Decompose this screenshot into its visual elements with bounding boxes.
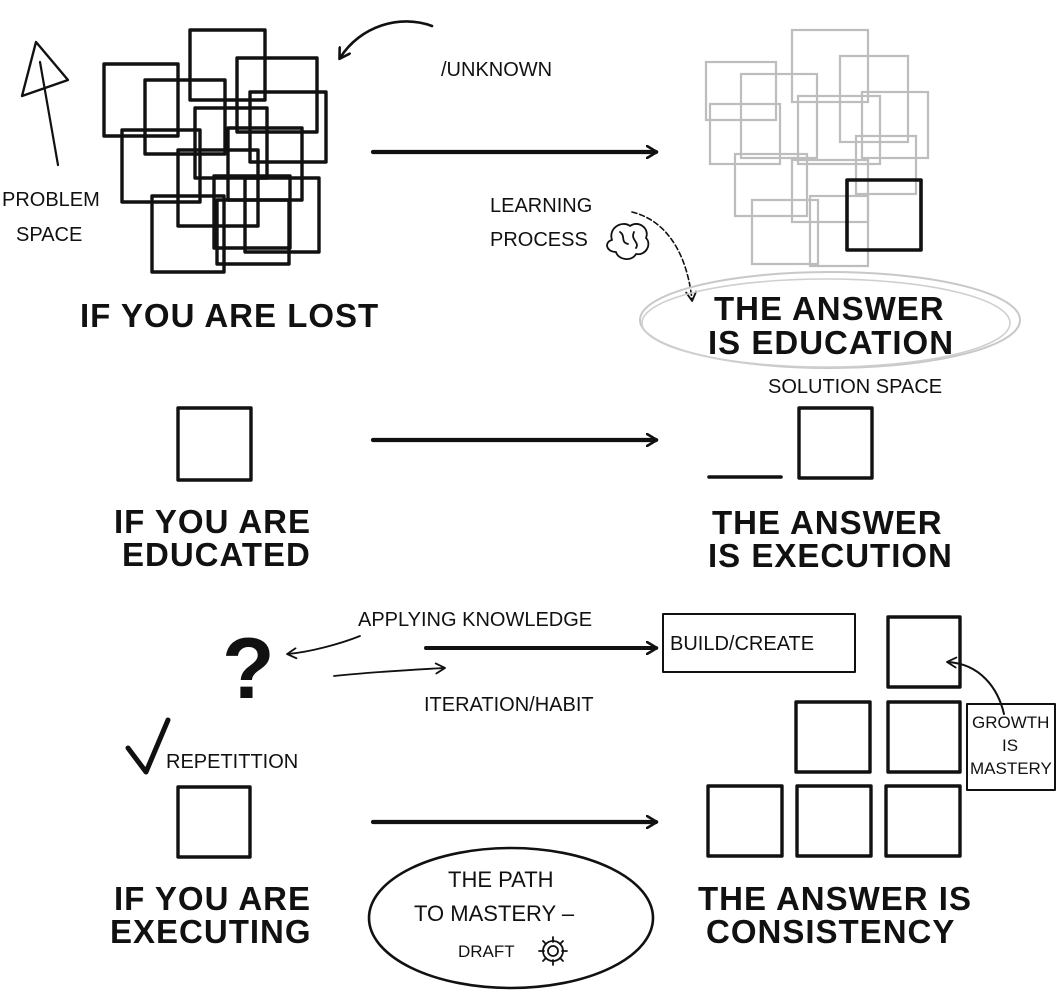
applying-knowledge-label: APPLYING KNOWLEDGE: [358, 609, 592, 631]
execution-square: [797, 406, 874, 480]
iteration-habit-label: ITERATION/HABIT: [424, 694, 594, 716]
up-arrow-icon: [20, 40, 70, 167]
growth-label-line2: IS: [1002, 736, 1018, 755]
arrow-growth: [946, 656, 1005, 715]
repetition-label: REPETITTION: [166, 751, 298, 773]
curved-arrow-unknown: [340, 20, 434, 58]
executing-label-line2: EXECUTING: [110, 913, 312, 950]
question-mark: ?: [222, 621, 275, 717]
path-label-line2: TO MASTERY –: [414, 901, 575, 926]
growth-box: [966, 703, 1056, 791]
arrow-iteration: [333, 662, 446, 677]
unknown-label: /UNKNOWN: [441, 59, 552, 81]
checkmark-icon: [125, 717, 171, 775]
problem-space-label-line2: SPACE: [16, 224, 82, 246]
faint-squares: [704, 28, 930, 268]
educated-label-line1: IF YOU ARE: [114, 503, 311, 540]
answer-execution-line2: IS EXECUTION: [708, 537, 953, 574]
brain-icon: [606, 223, 650, 260]
educated-label-line2: EDUCATED: [122, 536, 311, 573]
educated-square: [176, 406, 253, 482]
problem-space-squares: [102, 28, 328, 274]
build-create-label: BUILD/CREATE: [670, 633, 814, 655]
executing-label-line1: IF YOU ARE: [114, 880, 311, 917]
growth-label-line1: GROWTH: [972, 713, 1049, 732]
highlight-ellipse: [639, 271, 1021, 369]
answer-consistency-line2: CONSISTENCY: [706, 913, 955, 950]
solution-space-label: SOLUTION SPACE: [768, 376, 942, 398]
growth-label-line3: MASTERY: [970, 759, 1052, 778]
path-to-mastery-ellipse: [367, 846, 655, 990]
learning-label-line1: LEARNING: [490, 195, 592, 217]
answer-consistency-line1: THE ANSWER IS: [698, 880, 972, 917]
gear-icon: [538, 936, 568, 966]
answer-education-line2: IS EDUCATION: [708, 324, 954, 361]
arrow-applying-back: [286, 635, 361, 660]
answer-execution-line1: THE ANSWER: [712, 504, 943, 541]
lost-label: IF YOU ARE LOST: [80, 297, 379, 334]
problem-space-label-line1: PROBLEM: [2, 189, 100, 211]
executing-square: [176, 785, 252, 859]
build-create-box: [662, 613, 856, 673]
consistency-staircase: [706, 615, 962, 858]
answer-education-line1: THE ANSWER: [714, 290, 945, 327]
learning-label-line2: PROCESS: [490, 229, 588, 251]
solution-square: [845, 178, 923, 252]
draft-label: DRAFT: [458, 942, 515, 961]
path-label-line1: THE PATH: [448, 867, 554, 892]
